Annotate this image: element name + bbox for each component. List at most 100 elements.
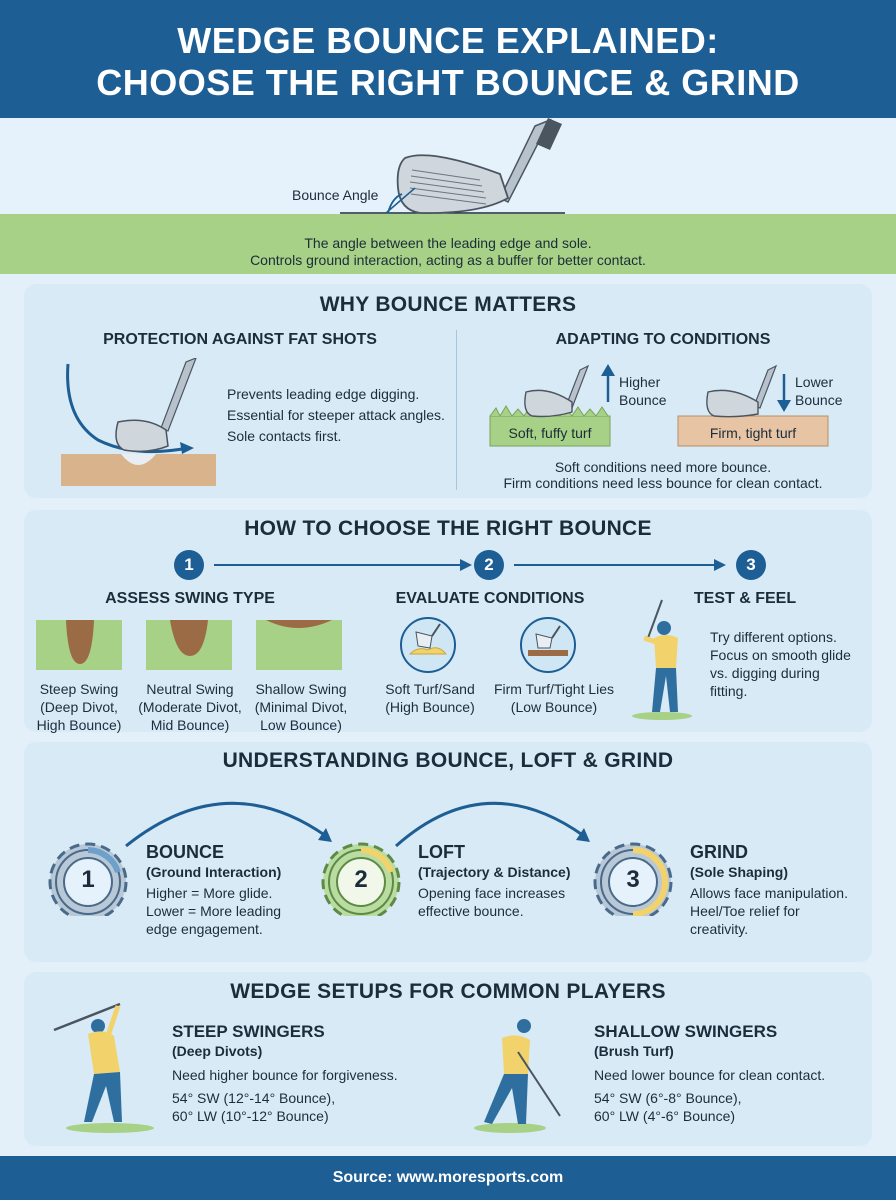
steep-swingers-text: STEEP SWINGERS (Deep Divots) Need higher… (172, 1022, 472, 1125)
golfer-address-icon (632, 599, 692, 720)
title-line-2: CHOOSE THE RIGHT BOUNCE & GRIND (96, 62, 800, 103)
firm-caption-1: Firm Turf/Tight Lies (493, 681, 615, 697)
protection-description: Prevents leading edge digging. Essential… (227, 385, 447, 445)
gear-2-shape (321, 842, 401, 916)
loft-title: LOFT (418, 842, 465, 862)
step-1-badge: 1 (174, 550, 204, 580)
loft-subtitle: (Trajectory & Distance) (418, 864, 571, 880)
test-line-3: vs. digging during (710, 665, 820, 681)
lower-label-line-1: Lower (795, 374, 834, 390)
grind-line-1: Allows face manipulation. (690, 885, 848, 901)
protection-title: PROTECTION AGAINST FAT SHOTS (103, 331, 377, 348)
firm-turf-caption: Firm Turf/Tight Lies (Low Bounce) (486, 680, 622, 716)
steep-caption-2: (Deep Divot, (40, 699, 118, 715)
neutral-caption-3: Mid Bounce) (150, 717, 230, 733)
wedge-bounce-illustration (340, 118, 565, 214)
loft-line-1: Opening face increases (418, 885, 566, 901)
adapting-description-2: Firm conditions need less bounce for cle… (503, 475, 823, 491)
step-3-badge: 3 (736, 550, 766, 580)
protection-line-1: Prevents leading edge digging. (227, 386, 420, 402)
neutral-caption-1: Neutral Swing (146, 681, 234, 697)
header-banner: WEDGE BOUNCE EXPLAINED: CHOOSE THE RIGHT… (0, 0, 896, 118)
evaluate-title: EVALUATE CONDITIONS (395, 590, 585, 607)
choose-bounce-title: HOW TO CHOOSE THE RIGHT BOUNCE (244, 517, 652, 540)
higher-label-line-2: Bounce (619, 392, 667, 408)
grind-line-2: Heel/Toe relief for (690, 903, 800, 919)
steep-swingers-description: Need higher bounce for forgiveness. (172, 1067, 398, 1083)
gears-illustration (48, 801, 673, 916)
steep-caption-3: High Bounce) (36, 717, 122, 733)
shallow-caption-3: Low Bounce) (260, 717, 342, 733)
test-line-4: fitting. (710, 683, 748, 699)
bounce-title: BOUNCE (146, 842, 225, 862)
higher-label-line-1: Higher (619, 374, 661, 390)
gear-3-shape (593, 842, 673, 916)
steep-caption-1: Steep Swing (39, 681, 119, 697)
shallow-swingers-text: SHALLOW SWINGERS (Brush Turf) Need lower… (594, 1022, 864, 1125)
shallow-swingers-title: SHALLOW SWINGERS (594, 1022, 778, 1041)
assess-title: ASSESS SWING TYPE (105, 590, 275, 607)
divot-illustrations (36, 620, 342, 670)
gear-3-number: 3 (626, 866, 640, 893)
shallow-swingers-subtitle: (Brush Turf) (594, 1043, 674, 1059)
shallow-caption-2: (Minimal Divot, (254, 699, 348, 715)
bounce-subtitle: (Ground Interaction) (146, 864, 282, 880)
test-feel-title: TEST & FEEL (693, 590, 797, 607)
steep-swingers-title: STEEP SWINGERS (172, 1022, 325, 1041)
grind-line-3: creativity. (690, 921, 749, 937)
steep-swinger-golfer-icon (53, 1002, 154, 1133)
soft-caption-1: Soft Turf/Sand (385, 681, 475, 697)
neutral-swing-caption: Neutral Swing (Moderate Divot, Mid Bounc… (132, 680, 248, 734)
adapting-description-1: Soft conditions need more bounce. (554, 459, 772, 475)
steep-swing-caption: Steep Swing (Deep Divot, High Bounce) (30, 680, 128, 734)
gear-3-text: GRIND (Sole Shaping) Allows face manipul… (690, 842, 865, 938)
bounce-line-3: edge engagement. (146, 921, 263, 937)
soft-caption-2: (High Bounce) (385, 699, 475, 715)
bounce-angle-label: Bounce Angle (292, 187, 379, 203)
gear-1-text: BOUNCE (Ground Interaction) Higher = Mor… (146, 842, 306, 938)
source-footer: Source: www.moresports.com (0, 1156, 896, 1200)
steep-spec-sw: 54° SW (12°-14° Bounce), (172, 1090, 336, 1106)
bounce-line-2: Lower = More leading (146, 903, 282, 919)
gear-2-text: LOFT (Trajectory & Distance) Opening fac… (418, 842, 588, 920)
lower-label-line-2: Bounce (795, 392, 843, 408)
grind-title: GRIND (690, 842, 748, 862)
understanding-title: UNDERSTANDING BOUNCE, LOFT & GRIND (222, 749, 674, 772)
turf-condition-icons (400, 617, 576, 673)
fat-shot-illustration (61, 358, 216, 486)
understanding-card (24, 742, 872, 962)
shallow-caption-1: Shallow Swing (255, 681, 347, 697)
steep-spec-lw: 60° LW (10°-12° Bounce) (172, 1108, 329, 1124)
soft-turf-caption: Soft Turf/Sand (High Bounce) (370, 680, 490, 716)
firm-caption-2: (Low Bounce) (510, 699, 598, 715)
shallow-spec-lw: 60° LW (4°-6° Bounce) (594, 1108, 736, 1124)
loft-line-2: effective bounce. (418, 903, 524, 919)
steep-swingers-subtitle: (Deep Divots) (172, 1043, 263, 1059)
gear-2-number: 2 (354, 866, 368, 893)
shallow-swing-caption: Shallow Swing (Minimal Divot, Low Bounce… (248, 680, 354, 734)
grind-subtitle: (Sole Shaping) (690, 864, 788, 880)
lower-bounce-label: Lower Bounce (795, 373, 842, 409)
test-line-2: Focus on smooth glide (710, 647, 851, 663)
gear-1-shape (48, 842, 128, 916)
test-feel-description: Try different options. Focus on smooth g… (710, 628, 860, 700)
why-bounce-title: WHY BOUNCE MATTERS (319, 293, 577, 316)
title-line-1: WEDGE BOUNCE EXPLAINED: (177, 20, 719, 61)
protection-line-3: Sole contacts first. (227, 428, 342, 444)
shallow-spec-sw: 54° SW (6°-8° Bounce), (594, 1090, 742, 1106)
hero-description-1: The angle between the leading edge and s… (304, 235, 592, 251)
setups-title: WEDGE SETUPS FOR COMMON PLAYERS (230, 980, 666, 1003)
bounce-line-1: Higher = More glide. (146, 885, 273, 901)
higher-bounce-label: Higher Bounce (619, 373, 666, 409)
adapting-title: ADAPTING TO CONDITIONS (555, 331, 771, 348)
firm-turf-label: Firm, tight turf (709, 425, 797, 441)
hero-description-2: Controls ground interaction, acting as a… (250, 252, 646, 268)
step-2-badge: 2 (474, 550, 504, 580)
test-line-1: Try different options. (710, 629, 837, 645)
steps-connector-arrows (214, 559, 726, 571)
section-divider (456, 330, 457, 490)
shallow-swingers-description: Need lower bounce for clean contact. (594, 1067, 826, 1083)
soft-turf-label: Soft, fuffy turf (508, 425, 592, 441)
neutral-caption-2: (Moderate Divot, (138, 699, 242, 715)
setups-card (24, 972, 872, 1146)
